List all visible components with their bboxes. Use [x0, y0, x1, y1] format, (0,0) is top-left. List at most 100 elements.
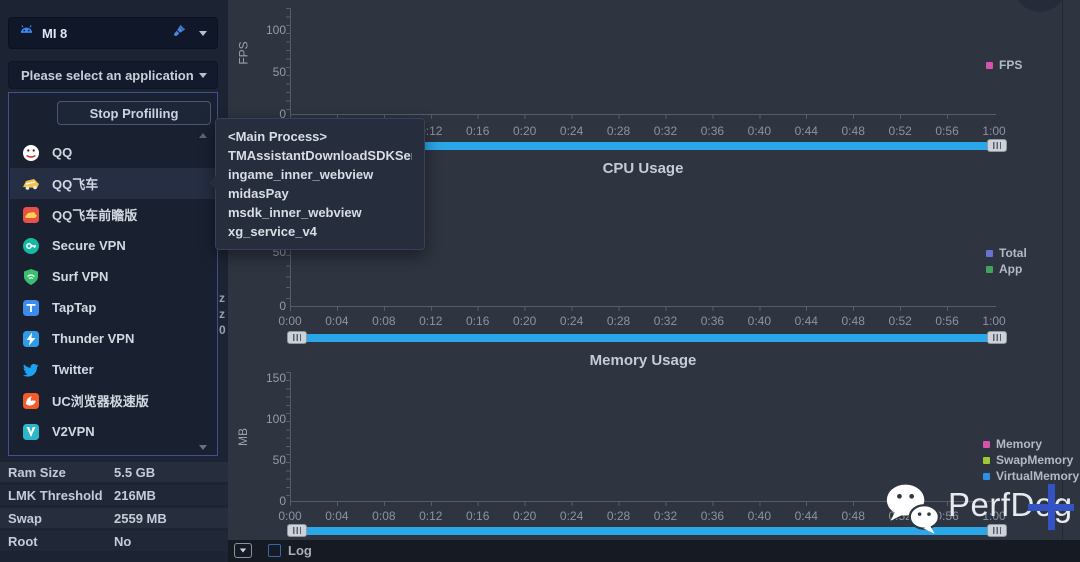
taptap-icon: [22, 299, 40, 317]
log-checkbox[interactable]: [268, 544, 281, 557]
stop-profiling-button[interactable]: Stop Profilling: [57, 101, 211, 125]
fps-y-axis-label: FPS: [236, 41, 251, 65]
x-tick-label: 0:40: [747, 124, 772, 138]
app-label: Thunder VPN: [52, 331, 135, 346]
caret-down-icon: [199, 72, 207, 78]
application-selector[interactable]: Please select an application: [8, 61, 218, 89]
x-tick-label: 0:48: [841, 124, 865, 138]
legend-label: FPS: [999, 58, 1023, 72]
scrollbar-right-handle[interactable]: [987, 331, 1007, 344]
collapse-button[interactable]: [234, 543, 252, 558]
legend-item-virtualmemory[interactable]: VirtualMemory: [983, 469, 1079, 483]
x-tick-label: 0:28: [606, 314, 631, 328]
app-list-item[interactable]: UC浏览器极速版: [10, 385, 216, 416]
thunder-vpn-icon: [22, 330, 40, 348]
x-tick-label: 0:16: [466, 509, 490, 523]
x-tick-label: 0:36: [700, 124, 725, 138]
legend-item-swapmemory[interactable]: SwapMemory: [983, 453, 1079, 467]
app-list-item[interactable]: TapTap: [10, 292, 216, 323]
x-tick-label: 0:44: [794, 509, 818, 523]
cpu-chart-scrollbar[interactable]: [287, 331, 1007, 344]
surf-vpn-icon: [22, 268, 40, 286]
app-list-item[interactable]: Thunder VPN: [10, 323, 216, 354]
x-tick-label: 0:44: [794, 314, 818, 328]
memory-y-axis-label: MB: [236, 428, 250, 446]
app-label: TapTap: [52, 300, 97, 315]
scrollbar-right-handle[interactable]: [987, 524, 1007, 537]
sidebar: MI 8 Please select an application Stop P…: [0, 0, 228, 562]
fps-x-tick-marks: [290, 114, 994, 119]
v2vpn-icon: [22, 423, 40, 441]
scrollbar-left-handle[interactable]: [287, 524, 307, 537]
vertical-divider: [1062, 0, 1063, 540]
scroll-up-icon[interactable]: [199, 133, 207, 138]
process-name[interactable]: xg_service_v4: [228, 224, 317, 239]
x-tick-label: 0:20: [512, 124, 537, 138]
app-list-item[interactable]: QQ飞车: [10, 168, 216, 199]
x-tick-label: 0:16: [466, 314, 490, 328]
device-name: MI 8: [42, 25, 68, 41]
process-name[interactable]: TMAssistantDownloadSDKSer...: [228, 148, 412, 163]
scrollbar-right-handle[interactable]: [987, 139, 1007, 152]
legend-swatch: [983, 440, 990, 448]
app-list-item[interactable]: V2VPN: [10, 416, 216, 447]
tooltip-arrow: [209, 176, 216, 190]
app-list-item[interactable]: Secure VPN: [10, 230, 216, 261]
app-label: V2VPN: [52, 424, 95, 439]
app-label: QQ飞车: [52, 177, 99, 192]
x-tick-label: 1:00: [982, 509, 1006, 523]
process-name[interactable]: midasPay: [228, 186, 289, 201]
process-list-tooltip: <Main Process> TMAssistantDownloadSDKSer.…: [209, 118, 425, 250]
app-list-item[interactable]: QQ飞车前瞻版: [10, 199, 216, 230]
process-name[interactable]: <Main Process>: [228, 129, 327, 144]
info-value: No: [114, 533, 132, 549]
plus-icon: [1028, 484, 1074, 530]
x-tick-label: 0:20: [512, 509, 537, 523]
legend-label: VirtualMemory: [996, 469, 1080, 483]
y-tick-label: 100: [265, 412, 286, 426]
legend-item-memory[interactable]: Memory: [983, 437, 1079, 451]
dark-circle-decoration: [1014, 0, 1066, 12]
app-list-item[interactable]: QQ: [10, 137, 216, 168]
fps-y-axis: [290, 8, 291, 114]
app-list-item[interactable]: Twitter: [10, 354, 216, 385]
qq-icon: [22, 144, 40, 162]
memory-chart-title: Memory Usage: [589, 352, 697, 369]
scroll-down-icon[interactable]: [199, 445, 207, 450]
process-name[interactable]: msdk_inner_webview: [228, 205, 362, 220]
wechat-icon: [884, 482, 944, 540]
x-tick-label: 0:04: [325, 509, 349, 523]
x-tick-label: 0:56: [935, 124, 959, 138]
x-tick-label: 0:00: [278, 509, 302, 523]
memory-chart-scrollbar[interactable]: [287, 524, 1007, 537]
x-tick-label: 0:20: [512, 314, 537, 328]
app-list-item[interactable]: Surf VPN: [10, 261, 216, 292]
app-label: Surf VPN: [52, 269, 109, 284]
process-name[interactable]: ingame_inner_webview: [228, 167, 374, 182]
x-tick-label: 0:32: [653, 509, 678, 523]
legend-item-app[interactable]: App: [986, 262, 1027, 276]
y-tick-label: 150: [265, 371, 286, 385]
brush-icon[interactable]: [172, 23, 187, 43]
scrollbar-left-handle[interactable]: [287, 331, 307, 344]
legend-label: App: [999, 262, 1023, 276]
device-selector[interactable]: MI 8: [8, 17, 218, 49]
legend-item-fps[interactable]: FPS: [986, 58, 1022, 72]
android-icon: [19, 23, 34, 43]
x-tick-label: 0:08: [372, 314, 396, 328]
y-tick-label: 0: [279, 494, 286, 508]
legend-item-total[interactable]: Total: [986, 246, 1027, 260]
y-tick-label: 0: [279, 299, 286, 313]
legend-swatch: [986, 61, 993, 69]
x-tick-label: 0:48: [841, 509, 865, 523]
fps-y-tick-marks: [286, 8, 290, 114]
caret-down-icon[interactable]: [199, 30, 207, 36]
